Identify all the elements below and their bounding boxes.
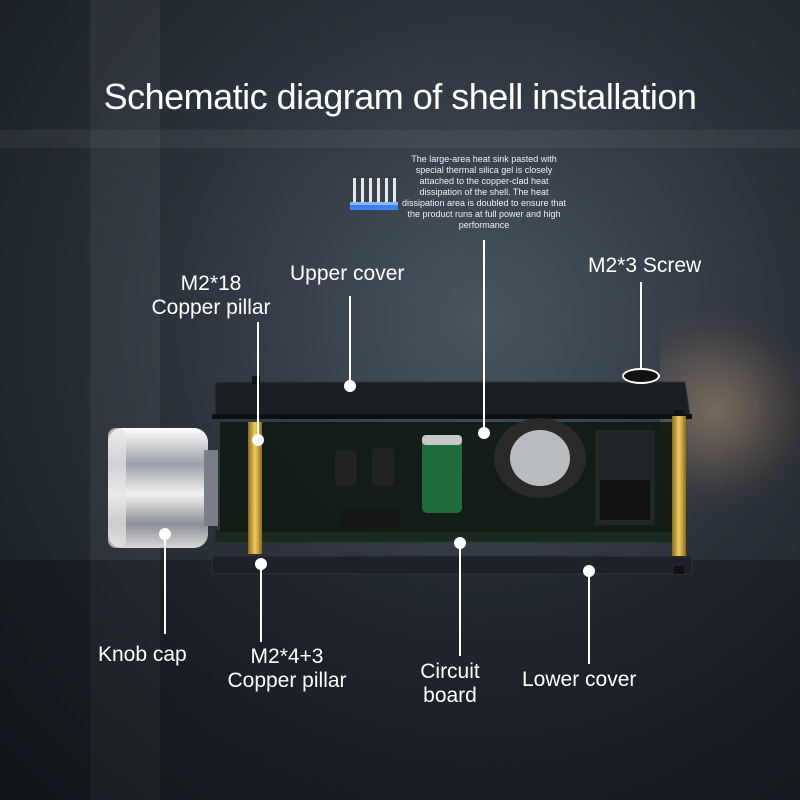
background-beam — [0, 130, 800, 148]
marker-knob-cap — [159, 528, 171, 540]
label-copper-pillar-18-line1: M2*18 — [180, 272, 242, 295]
leader-line-copper-pillar-18 — [257, 322, 259, 442]
product-illustration — [108, 376, 693, 575]
marker-copper-pillar-4 — [255, 558, 267, 570]
label-circuit-board-line2: board — [423, 684, 477, 707]
label-circuit-board: Circuit board — [400, 660, 500, 708]
label-copper-pillar-4-line1: M2*4+3 — [250, 645, 324, 668]
page-title: Schematic diagram of shell installation — [103, 76, 697, 117]
marker-screw — [622, 368, 660, 384]
leader-line-heat-sink — [483, 240, 485, 432]
label-copper-pillar-18: M2*18 Copper pillar — [136, 272, 286, 320]
heat-sink-icon — [350, 178, 398, 210]
background-beam — [0, 560, 800, 800]
leader-line-lower-cover — [588, 572, 590, 664]
label-copper-pillar-18-line2: Copper pillar — [151, 296, 271, 319]
label-upper-cover: Upper cover — [290, 262, 405, 285]
upper-cover — [214, 381, 691, 417]
marker-lower-cover — [583, 565, 595, 577]
marker-upper-cover — [344, 380, 356, 392]
lower-cover — [211, 555, 693, 575]
label-circuit-board-line1: Circuit — [420, 660, 480, 683]
copper-pillar-front — [672, 416, 686, 556]
label-copper-pillar-4: M2*4+3 Copper pillar — [212, 645, 362, 693]
label-screw: M2*3 Screw — [588, 254, 702, 277]
leader-line-upper-cover — [349, 296, 351, 386]
marker-heat-sink — [478, 427, 490, 439]
label-lower-cover: Lower cover — [522, 668, 637, 691]
leader-line-copper-pillar-4 — [260, 566, 262, 642]
label-knob-cap: Knob cap — [98, 643, 187, 666]
leader-line-knob-cap — [164, 534, 166, 634]
marker-copper-pillar-18 — [252, 434, 264, 446]
circuit-board — [215, 530, 685, 542]
heat-sink-note: The large-area heat sink pasted with spe… — [401, 154, 567, 230]
leader-line-screw — [640, 282, 642, 374]
knob-cap — [108, 428, 208, 548]
leader-line-circuit-board — [459, 544, 461, 656]
background-beam — [90, 0, 160, 800]
copper-pillar-18 — [248, 422, 262, 554]
marker-circuit-board — [454, 537, 466, 549]
label-copper-pillar-4-line2: Copper pillar — [227, 669, 347, 692]
